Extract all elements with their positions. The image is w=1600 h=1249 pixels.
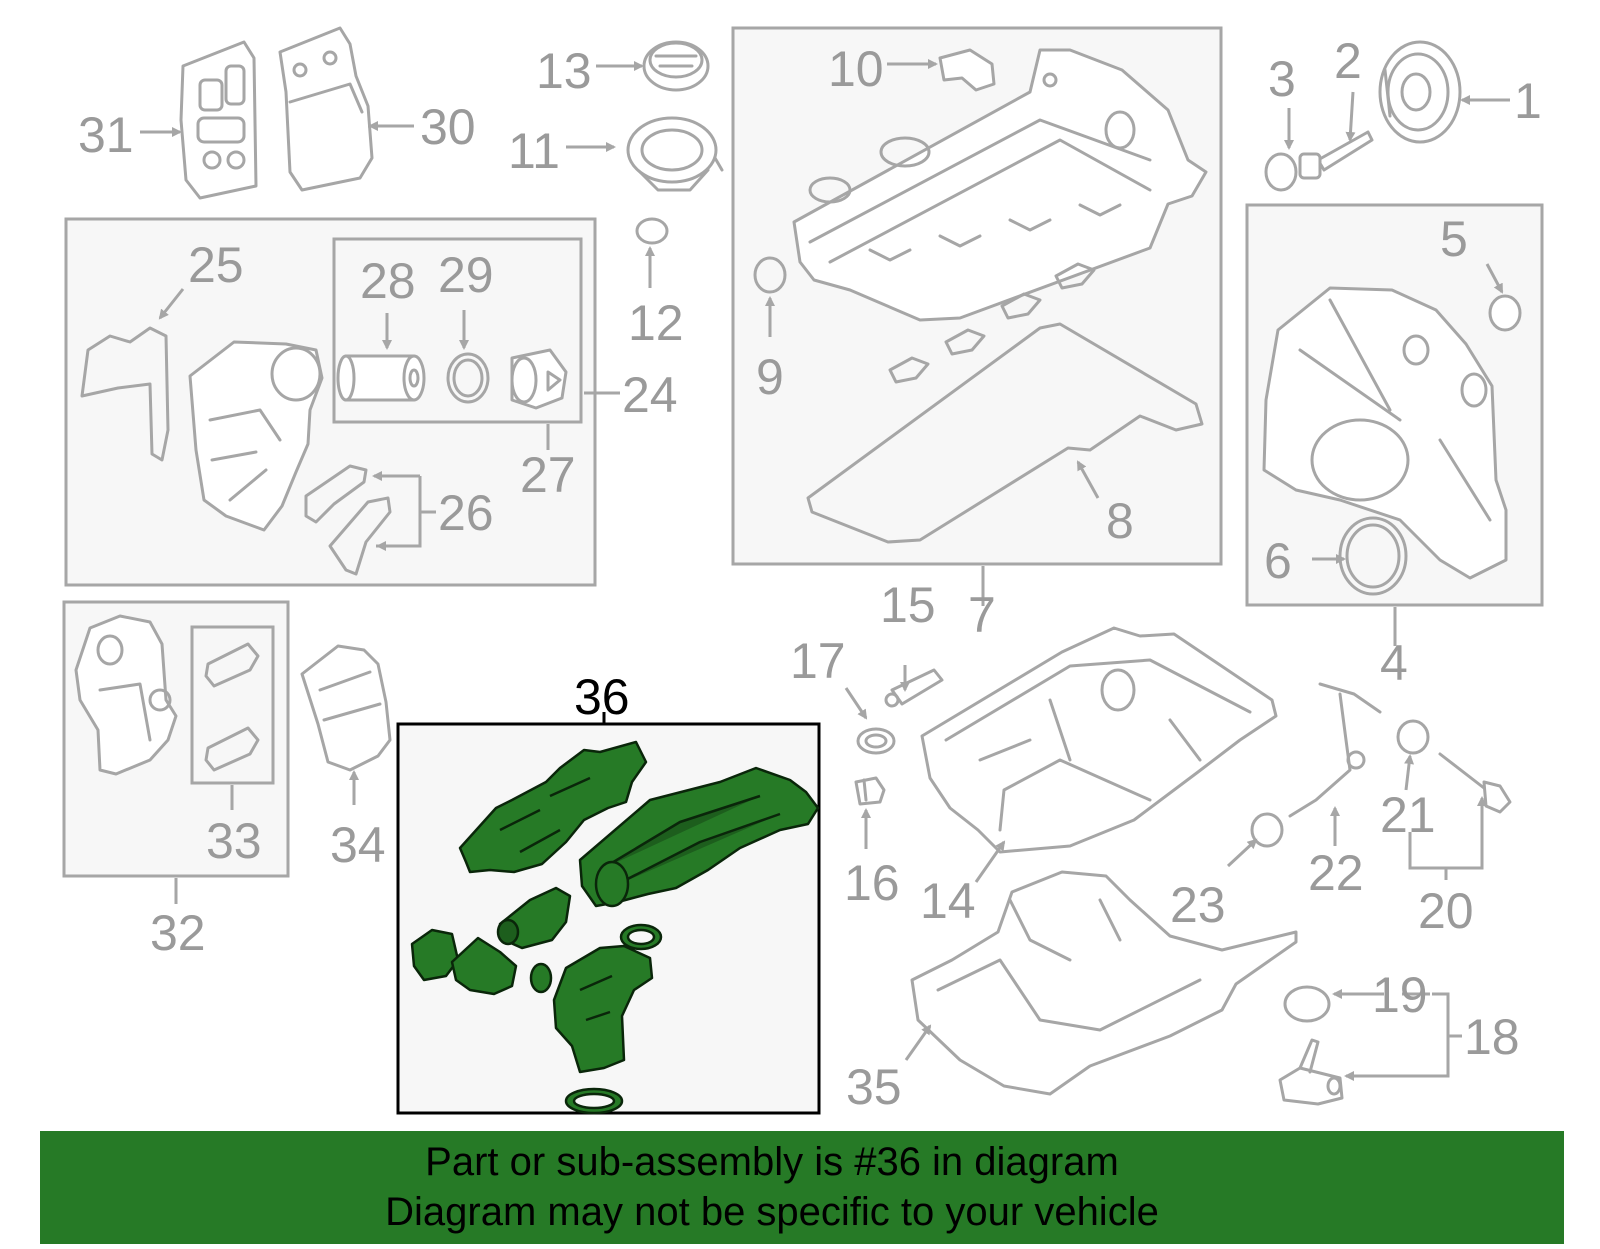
label-16: 16 xyxy=(844,855,900,911)
label-31: 31 xyxy=(78,107,134,163)
part-15-sensor xyxy=(884,668,944,708)
part-4-timing-cover xyxy=(1262,286,1508,580)
part-28-filter xyxy=(336,354,426,402)
part-21-oring xyxy=(1396,719,1430,755)
part-18-sensor xyxy=(1278,1038,1344,1106)
part-27-cap xyxy=(510,348,568,410)
part-26-gaskets xyxy=(304,464,392,576)
part-10-bracket xyxy=(938,48,996,92)
banner-line-1: Part or sub-assembly is #36 in diagram xyxy=(425,1140,1119,1184)
leader-lines xyxy=(140,59,1510,1081)
part-22-tube xyxy=(1288,682,1382,818)
label-7: 7 xyxy=(968,587,996,643)
part-34-cooler xyxy=(300,644,392,772)
label-20: 20 xyxy=(1418,883,1474,939)
label-18: 18 xyxy=(1464,1009,1520,1065)
parts-diagram: 1 2 3 4 5 6 7 8 9 10 11 12 13 14 15 16 1… xyxy=(62,26,1544,1115)
label-6: 6 xyxy=(1264,533,1292,589)
part-33-gaskets xyxy=(204,642,260,772)
label-25: 25 xyxy=(188,237,244,293)
label-14: 14 xyxy=(920,873,976,929)
part-24-housing xyxy=(188,340,324,532)
label-24: 24 xyxy=(622,367,678,423)
part-2-bolt xyxy=(1298,130,1374,180)
label-23: 23 xyxy=(1170,877,1226,933)
part-23-oring xyxy=(1250,812,1284,848)
label-28: 28 xyxy=(360,253,416,309)
label-36: 36 xyxy=(574,669,630,725)
label-29: 29 xyxy=(438,247,494,303)
part-3-plug xyxy=(1264,152,1298,192)
part-5-seal xyxy=(1488,294,1522,332)
part-12-oring xyxy=(635,217,669,245)
part-25-gasket xyxy=(80,326,170,462)
part-11-flange xyxy=(626,116,724,192)
label-5: 5 xyxy=(1440,211,1468,267)
label-30: 30 xyxy=(420,99,476,155)
label-9: 9 xyxy=(756,349,784,405)
part-16-plug xyxy=(854,776,886,806)
part-19-oring xyxy=(1283,985,1331,1023)
label-21: 21 xyxy=(1380,787,1436,843)
part-13-cap xyxy=(642,40,710,92)
label-12: 12 xyxy=(628,295,684,351)
label-8: 8 xyxy=(1106,493,1134,549)
label-15: 15 xyxy=(880,577,936,633)
callout-labels: 1 2 3 4 5 6 7 8 9 10 11 12 13 14 15 16 1… xyxy=(78,33,1542,1115)
label-13: 13 xyxy=(536,43,592,99)
label-35: 35 xyxy=(846,1059,902,1115)
group-box-24 xyxy=(64,217,597,587)
part-36-egr-assembly xyxy=(410,740,820,1115)
part-17-washer xyxy=(856,727,896,755)
label-17: 17 xyxy=(790,633,846,689)
label-3: 3 xyxy=(1268,51,1296,107)
label-27: 27 xyxy=(520,447,576,503)
part-20-dipstick xyxy=(1438,752,1512,814)
part-29-oring xyxy=(446,352,490,404)
part-7-small-gaskets xyxy=(888,262,1096,384)
label-32: 32 xyxy=(150,905,206,961)
label-10: 10 xyxy=(828,41,884,97)
info-banner: Part or sub-assembly is #36 in diagram D… xyxy=(40,1131,1564,1244)
group-box-33 xyxy=(190,625,275,785)
group-box-27 xyxy=(332,237,583,424)
label-2: 2 xyxy=(1334,33,1362,89)
label-11: 11 xyxy=(508,123,560,179)
label-34: 34 xyxy=(330,817,386,873)
part-32-housing xyxy=(74,614,178,776)
part-35-oil-pan-lower xyxy=(910,870,1298,1096)
part-31-gasket xyxy=(179,40,258,200)
part-14-oil-pan-upper xyxy=(920,626,1278,854)
banner-line-2: Diagram may not be specific to your vehi… xyxy=(385,1190,1159,1234)
label-26: 26 xyxy=(438,485,494,541)
part-1-pulley xyxy=(1378,40,1462,144)
label-19: 19 xyxy=(1372,967,1428,1023)
part-7-valve-cover xyxy=(792,48,1208,322)
label-4: 4 xyxy=(1380,635,1408,691)
label-1: 1 xyxy=(1514,73,1542,129)
part-8-gasket xyxy=(806,322,1204,544)
part-30-cover xyxy=(278,26,374,192)
label-22: 22 xyxy=(1308,845,1364,901)
label-33: 33 xyxy=(206,813,262,869)
part-9-oring xyxy=(753,256,787,294)
